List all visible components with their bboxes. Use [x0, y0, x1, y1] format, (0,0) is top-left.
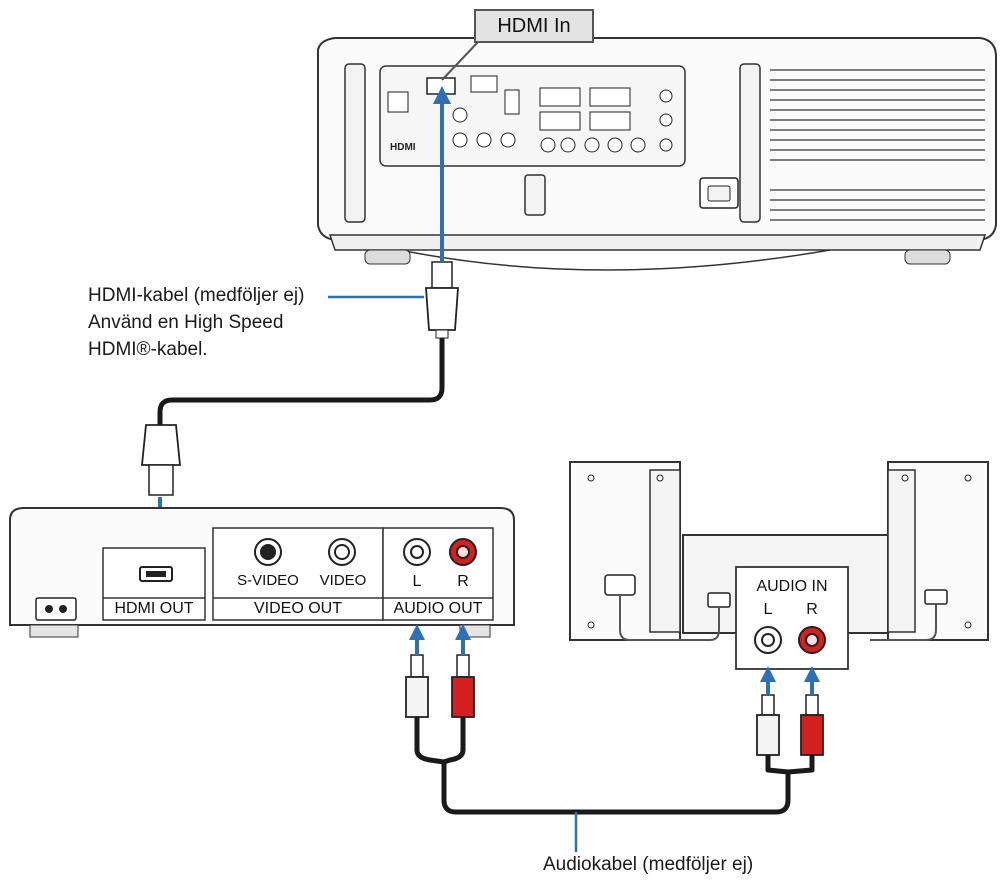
hdmi-cable-label-1: HDMI-kabel (medföljer ej)	[88, 285, 305, 306]
audio-out-label: AUDIO OUT	[393, 600, 483, 617]
audio-out-l-label: L	[412, 573, 422, 590]
hdmi-cable	[141, 261, 459, 496]
video-label: VIDEO	[319, 572, 367, 589]
projector-vents	[770, 69, 985, 221]
audio-in-label: AUDIO IN	[756, 578, 828, 595]
audio-arrows	[409, 624, 820, 695]
hdmi-cable-label-3: HDMI®-kabel.	[88, 339, 208, 360]
audio-cable	[405, 654, 824, 815]
projector-hdmi-logo: HDMI	[390, 142, 416, 153]
hdmi-out-label: HDMI OUT	[114, 600, 194, 617]
hdmi-arrow-up	[433, 86, 451, 262]
source-device	[9, 507, 515, 638]
video-out-label: VIDEO OUT	[253, 600, 342, 617]
hdmi-in-callout: HDMI In	[474, 9, 594, 43]
audio-in-r-label: R	[806, 601, 818, 618]
hdmi-cable-label-2: Använd en High Speed	[88, 312, 284, 333]
audio-in-l-label: L	[763, 601, 773, 618]
projector: HDMI	[317, 37, 997, 271]
audio-cable-label: Audiokabel (medföljer ej)	[543, 854, 754, 875]
s-video-label: S-VIDEO	[237, 572, 299, 589]
speaker-system	[569, 461, 989, 670]
audio-out-r-label: R	[457, 573, 469, 590]
